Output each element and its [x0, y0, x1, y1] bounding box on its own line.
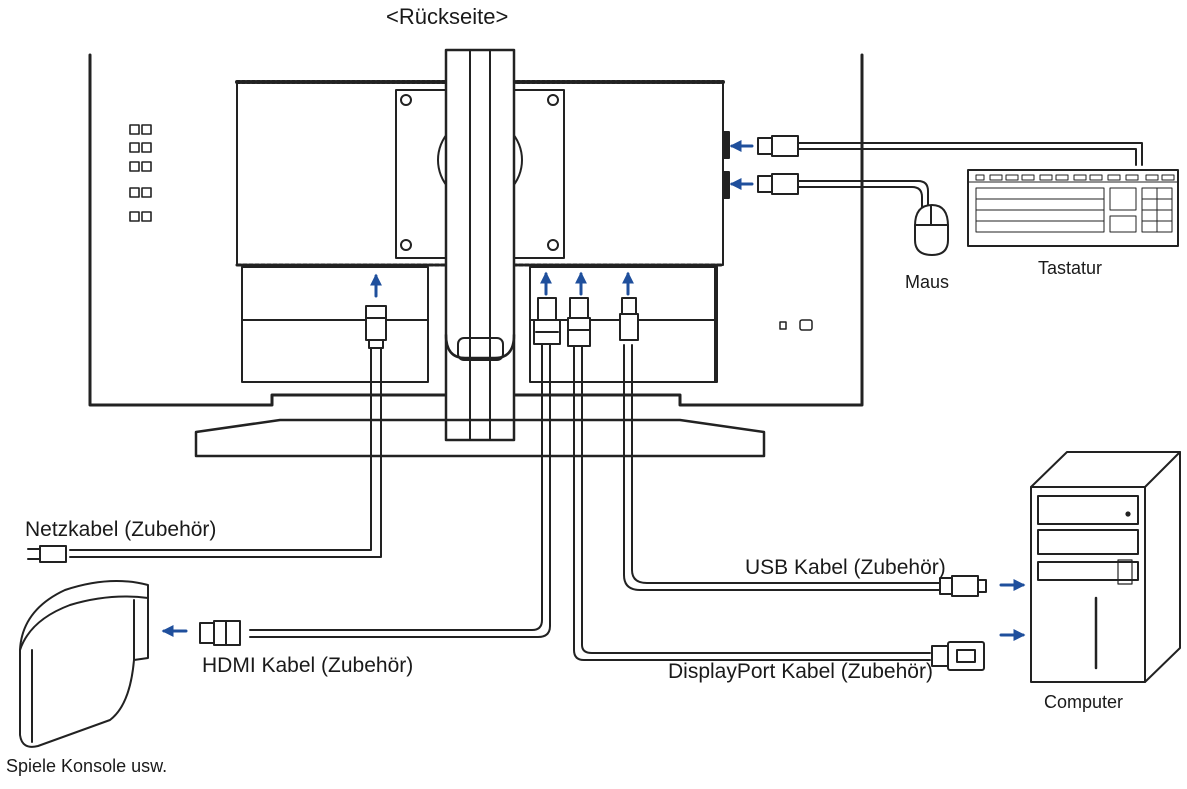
displayport-cable-label: DisplayPort Kabel (Zubehör) [668, 660, 933, 683]
page-title: <Rückseite> [386, 4, 509, 29]
monitor-back [88, 48, 864, 458]
monitor-buttons [129, 124, 152, 222]
usb-plug-icon [619, 297, 987, 597]
keyboard-cable [757, 135, 1143, 166]
hdmi-cable [199, 297, 561, 646]
computer-tower-icon [1030, 451, 1181, 683]
power-cable-label: Netzkabel (Zubehör) [25, 518, 217, 541]
power-cable [27, 305, 387, 563]
keyboard-label: Tastatur [1038, 258, 1103, 278]
usb-cable-label: USB Kabel (Zubehör) [745, 556, 946, 579]
power-plug-icon [27, 305, 387, 563]
hdmi-cable-label: HDMI Kabel (Zubehör) [202, 654, 414, 677]
mouse-label: Maus [905, 272, 950, 292]
hdmi-plug-icon [199, 297, 561, 646]
mouse-cable [757, 173, 929, 213]
displayport-cable [567, 297, 985, 671]
keyboard-icon [967, 169, 1179, 247]
usb-cable [619, 297, 987, 597]
game-console-icon [19, 580, 149, 748]
console-label: Spiele Konsole usw. [6, 756, 168, 776]
mouse-icon [914, 204, 949, 256]
displayport-plug-icon [567, 297, 985, 671]
arrows [161, 140, 1026, 641]
computer-label: Computer [1044, 692, 1124, 712]
